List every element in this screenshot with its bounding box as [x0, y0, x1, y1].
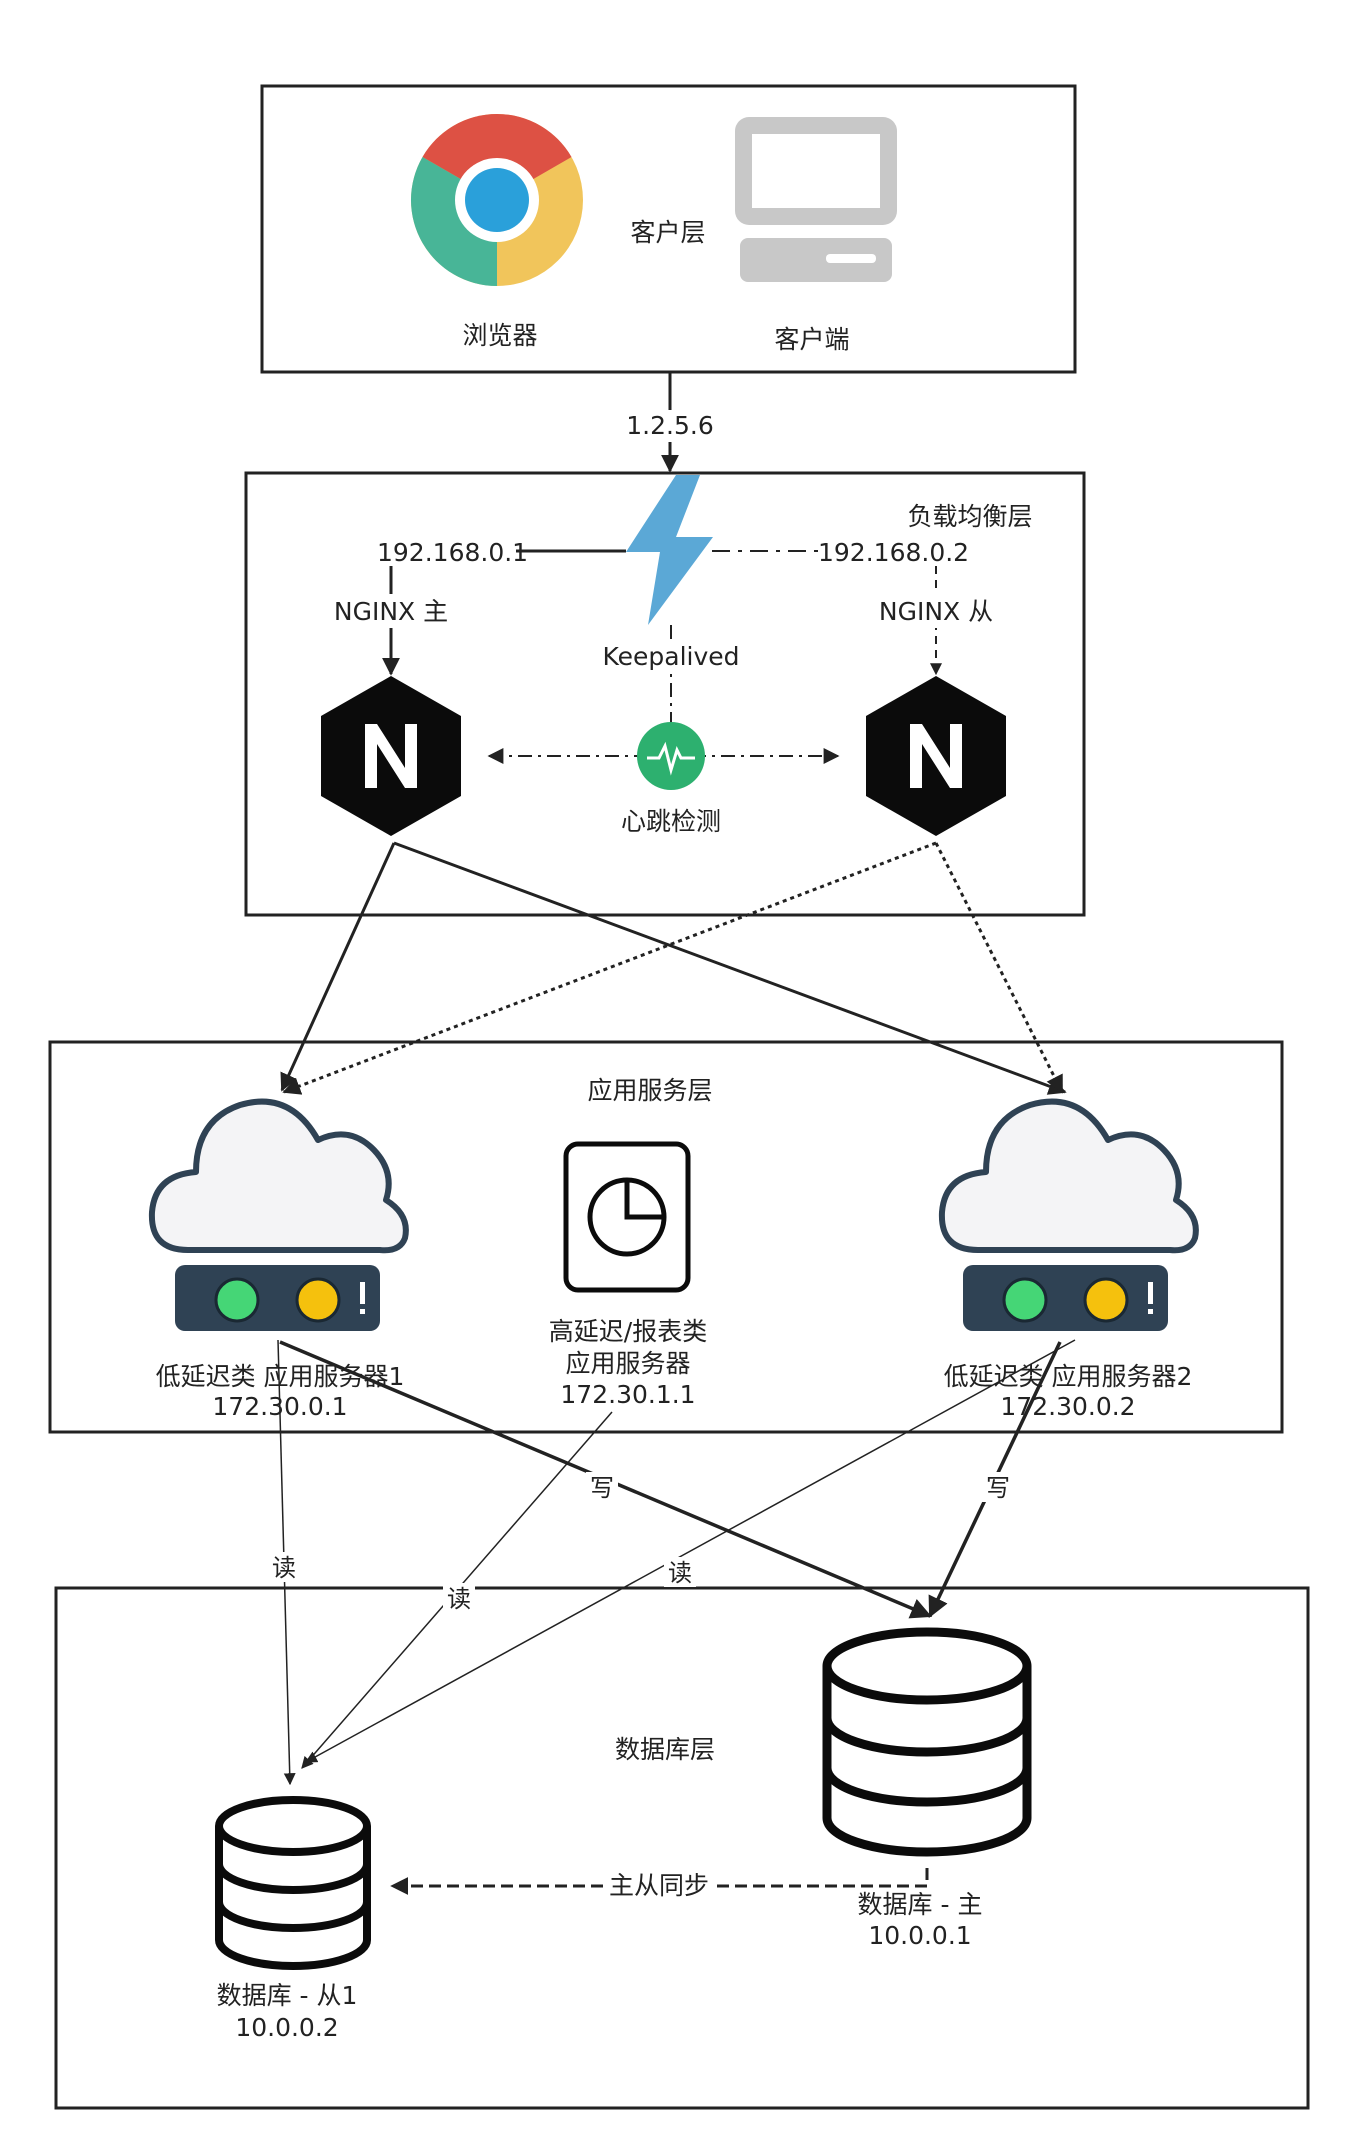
slave-to-app1-link: [282, 841, 937, 1095]
report-server-ip: 172.30.1.1: [560, 1380, 695, 1409]
heartbeat-label: 心跳检测: [621, 807, 721, 836]
browser-label: 浏览器: [462, 321, 537, 350]
report-read-label: 读: [447, 1585, 471, 1613]
keepalived-label: Keepalived: [602, 642, 739, 671]
master-to-app2-link: [393, 841, 1067, 1095]
link-ip-label: 1.2.5.6: [626, 411, 713, 440]
app2-read-link: [304, 1339, 1076, 1763]
lb-layer-box: [244, 471, 1086, 917]
nginx-master-label: NGINX 主: [334, 597, 448, 626]
heartbeat-icon: [637, 722, 705, 790]
master-slave-sync-link: [390, 1868, 929, 1895]
app-layer-label: 应用服务层: [587, 1076, 712, 1105]
nginx-slave-label: NGINX 从: [879, 597, 993, 626]
master-to-app1-link: [280, 842, 396, 1092]
desktop-computer-icon: [735, 117, 897, 282]
db-master-ip: 10.0.0.1: [868, 1921, 971, 1950]
app-layer-box: [48, 1040, 1284, 1434]
client-layer-label: 客户层: [630, 218, 705, 247]
app-server2-name: 低延迟类 应用服务器2: [944, 1362, 1193, 1391]
db-master-icon: [822, 1627, 1032, 1857]
vip-right-label: 192.168.0.2: [818, 538, 969, 567]
app2-write-label: 写: [986, 1474, 1010, 1502]
client-label: 客户端: [774, 325, 849, 354]
db-slave-icon: [215, 1796, 371, 1970]
db-slave-name: 数据库 - 从1: [217, 1981, 358, 2010]
app-server2-ip: 172.30.0.2: [1000, 1392, 1135, 1421]
db-slave-ip: 10.0.0.2: [235, 2013, 338, 2042]
app-server1-rack-icon: [175, 1265, 380, 1331]
nginx-slave-icon: [866, 676, 1006, 836]
app2-read-label: 读: [668, 1559, 692, 1587]
report-server-line1: 高延迟/报表类: [549, 1317, 707, 1346]
db-layer-box: [54, 1586, 1310, 2110]
app-server2-cloud-icon: [938, 1098, 1199, 1254]
slave-to-app2-link: [934, 842, 1064, 1094]
app1-write-label: 写: [590, 1474, 614, 1502]
lb-layer-label: 负载均衡层: [907, 502, 1032, 531]
db-layer-label: 数据库层: [615, 1735, 715, 1764]
app-server1-cloud-icon: [148, 1098, 409, 1254]
chrome-browser-icon: [410, 113, 583, 286]
keepalived-bolt-icon: [626, 475, 713, 625]
vip-left-label: 192.168.0.1: [377, 538, 528, 567]
nginx-master-icon: [321, 676, 461, 836]
report-server-chart-icon: [563, 1141, 691, 1293]
db-master-name: 数据库 - 主: [858, 1890, 983, 1919]
sync-label: 主从同步: [609, 1871, 709, 1900]
report-server-line2: 应用服务器: [565, 1349, 690, 1378]
app-server2-rack-icon: [963, 1265, 1168, 1331]
app1-read-label: 读: [272, 1554, 296, 1582]
